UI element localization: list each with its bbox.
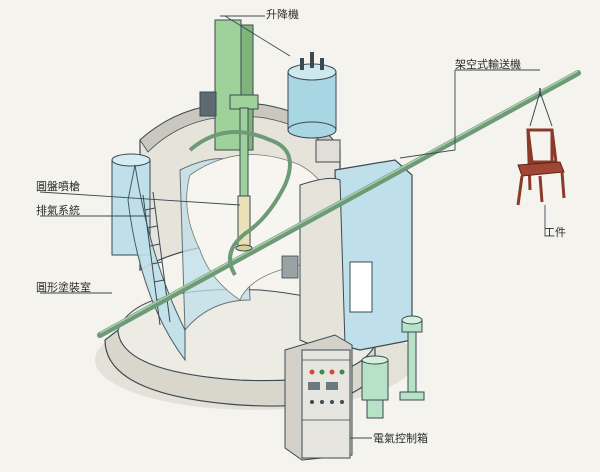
pump-box bbox=[315, 139, 341, 163]
conveyor-loop bbox=[188, 130, 292, 277]
label-control-box: 電氣控制箱 bbox=[373, 432, 428, 445]
lifter-rod bbox=[239, 107, 249, 199]
overhead-conveyor bbox=[97, 70, 581, 338]
exhaust-tank-top bbox=[111, 153, 151, 167]
label-lifter: 升降機 bbox=[266, 8, 299, 21]
label-workpiece: 工件 bbox=[544, 226, 566, 239]
leader-lines bbox=[39, 15, 546, 439]
lifter-column bbox=[214, 19, 242, 151]
label-exhaust: 排氣系統 bbox=[36, 204, 80, 217]
rear-vent bbox=[281, 255, 299, 279]
lifter-motor bbox=[199, 91, 217, 117]
label-disc-gun: 圓盤噴槍 bbox=[36, 180, 80, 193]
label-conveyor: 架空式輸送機 bbox=[455, 58, 521, 71]
control-cabinet-icon bbox=[284, 334, 353, 461]
conveyor-highlight bbox=[99, 70, 579, 334]
floor-cylinders bbox=[361, 315, 425, 419]
side-window bbox=[349, 261, 373, 313]
paint-tank-icon bbox=[287, 52, 337, 139]
lifter-arm bbox=[229, 94, 259, 110]
label-booth: 圓形塗裝室 bbox=[36, 281, 91, 294]
chair-workpiece-icon bbox=[516, 88, 566, 206]
